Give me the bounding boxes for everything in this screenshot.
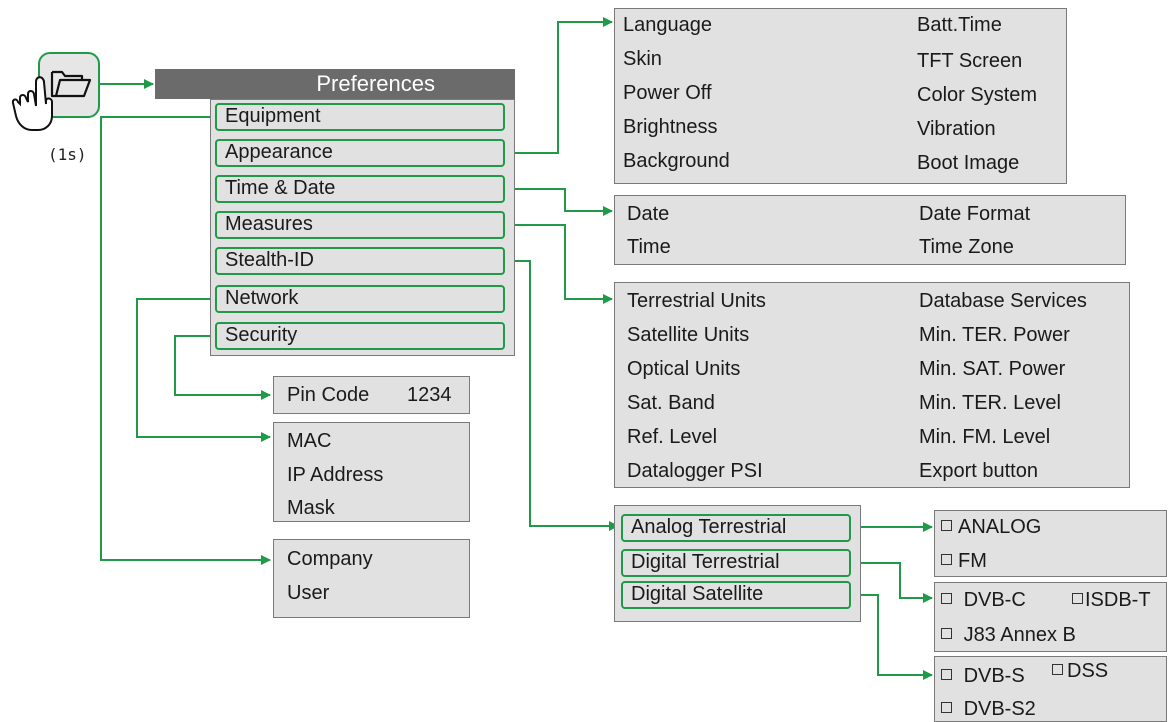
pin-code-value[interactable]: 1234: [407, 384, 452, 406]
option-label: ANALOG: [958, 516, 1042, 538]
measures-option[interactable]: Terrestrial Units: [627, 290, 766, 312]
folder-icon: [50, 70, 92, 98]
checkbox-icon[interactable]: [941, 669, 952, 681]
arrow-network: [136, 298, 271, 442]
measures-option[interactable]: Sat. Band: [627, 392, 715, 414]
security-panel: Pin Code 1234: [273, 376, 470, 414]
option-label: DVB-C: [963, 589, 1026, 611]
stealth-id-panel: Analog Terrestrial Digital Terrestrial D…: [614, 505, 861, 622]
measures-option[interactable]: Database Services: [919, 290, 1087, 312]
digital-satellite-options-panel: DVB-S DSS DVB-S2: [934, 656, 1167, 722]
appearance-option[interactable]: Brightness: [623, 116, 718, 138]
stealth-item-digital-terrestrial[interactable]: Digital Terrestrial: [621, 549, 851, 577]
checkbox-icon[interactable]: [941, 628, 952, 640]
menu-item-appearance[interactable]: Appearance: [215, 139, 505, 167]
arrow-digital-satellite: [850, 594, 933, 680]
measures-option[interactable]: Min. TER. Power: [919, 324, 1070, 346]
hold-duration-label: (1s): [48, 145, 87, 164]
appearance-option[interactable]: Background: [623, 150, 730, 172]
option-analog[interactable]: ANALOG: [941, 515, 1041, 539]
arrow-security: [174, 335, 271, 400]
measures-option[interactable]: Min. TER. Level: [919, 392, 1061, 414]
measures-option[interactable]: Min. SAT. Power: [919, 358, 1066, 380]
option-j83-annex-b[interactable]: J83 Annex B: [941, 623, 1076, 647]
arrow-appearance: [503, 17, 613, 154]
option-label: DSS: [1067, 660, 1109, 682]
appearance-option[interactable]: Power Off: [623, 82, 712, 104]
checkbox-icon[interactable]: [1072, 593, 1083, 605]
time-date-option[interactable]: Date: [627, 203, 670, 225]
appearance-option[interactable]: Boot Image: [917, 152, 1020, 174]
checkbox-icon[interactable]: [941, 593, 952, 605]
time-date-option[interactable]: Time: [627, 236, 671, 258]
time-date-panel: Date Time Date Format Time Zone: [614, 195, 1126, 265]
arrow-time-date: [503, 188, 613, 216]
menu-item-security[interactable]: Security: [215, 322, 505, 350]
digital-terrestrial-options-panel: DVB-C ISDB-T J83 Annex B: [934, 582, 1167, 652]
checkbox-icon[interactable]: [941, 702, 952, 714]
measures-option[interactable]: Min. FM. Level: [919, 426, 1051, 448]
analog-options-panel: ANALOG FM: [934, 510, 1167, 577]
preferences-title-bar: Preferences: [155, 69, 515, 99]
option-label: FM: [958, 550, 987, 572]
option-dss[interactable]: DSS: [1052, 659, 1108, 683]
checkbox-icon[interactable]: [941, 554, 952, 566]
network-option[interactable]: MAC: [287, 430, 332, 452]
option-label: ISDB-T: [1085, 589, 1151, 611]
arrow-equipment: [100, 116, 271, 565]
network-panel: MAC IP Address Mask: [273, 422, 470, 522]
arrow-stealth-id: [503, 260, 619, 531]
hand-pointer-icon: [11, 76, 53, 131]
pin-code-label: Pin Code: [287, 384, 370, 406]
checkbox-icon[interactable]: [1052, 664, 1063, 676]
appearance-option[interactable]: Language: [623, 14, 712, 36]
appearance-option[interactable]: Batt.Time: [917, 14, 1002, 36]
appearance-panel: Language Skin Power Off Brightness Backg…: [614, 8, 1067, 184]
stealth-item-analog-terrestrial[interactable]: Analog Terrestrial: [621, 514, 851, 542]
equipment-option[interactable]: Company: [287, 548, 373, 570]
arrow-digital-terrestrial: [850, 562, 933, 603]
checkbox-icon[interactable]: [941, 520, 952, 532]
menu-item-measures[interactable]: Measures: [215, 211, 505, 239]
menu-item-network[interactable]: Network: [215, 285, 505, 313]
appearance-option[interactable]: TFT Screen: [917, 50, 1023, 72]
option-dvb-c[interactable]: DVB-C: [941, 588, 1026, 612]
measures-panel: Terrestrial Units Satellite Units Optica…: [614, 282, 1130, 488]
preferences-menu: Equipment Appearance Time & Date Measure…: [210, 99, 515, 356]
network-option[interactable]: IP Address: [287, 464, 384, 486]
appearance-option[interactable]: Vibration: [917, 118, 996, 140]
option-label: DVB-S2: [963, 698, 1036, 720]
menu-item-stealth-id[interactable]: Stealth-ID: [215, 247, 505, 275]
option-fm[interactable]: FM: [941, 549, 987, 573]
equipment-option[interactable]: User: [287, 582, 330, 604]
measures-option[interactable]: Ref. Level: [627, 426, 718, 448]
appearance-option[interactable]: Skin: [623, 48, 662, 70]
appearance-option[interactable]: Color System: [917, 84, 1038, 106]
option-label: DVB-S: [963, 665, 1025, 687]
preferences-title: Preferences: [316, 71, 435, 96]
option-dvb-s2[interactable]: DVB-S2: [941, 697, 1036, 721]
time-date-option[interactable]: Date Format: [919, 203, 1031, 225]
measures-option[interactable]: Datalogger PSI: [627, 460, 763, 482]
menu-item-equipment[interactable]: Equipment: [215, 103, 505, 131]
menu-item-time-date[interactable]: Time & Date: [215, 175, 505, 203]
arrow-measures: [503, 224, 613, 304]
stealth-item-digital-satellite[interactable]: Digital Satellite: [621, 581, 851, 609]
measures-option[interactable]: Export button: [919, 460, 1038, 482]
network-option[interactable]: Mask: [287, 497, 335, 519]
measures-option[interactable]: Satellite Units: [627, 324, 750, 346]
time-date-option[interactable]: Time Zone: [919, 236, 1014, 258]
option-dvb-s[interactable]: DVB-S: [941, 664, 1025, 688]
equipment-panel: Company User: [273, 539, 470, 618]
measures-option[interactable]: Optical Units: [627, 358, 741, 380]
option-label: J83 Annex B: [963, 624, 1076, 646]
option-isdb-t[interactable]: ISDB-T: [1072, 588, 1151, 612]
